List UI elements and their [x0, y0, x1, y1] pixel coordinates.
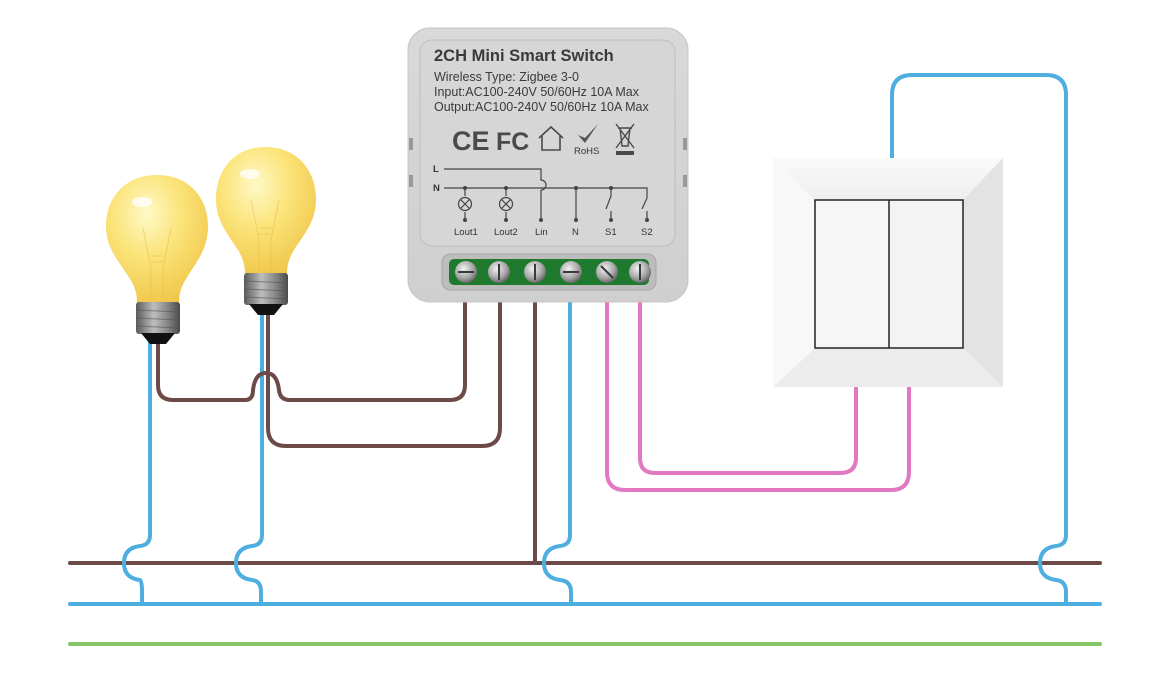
smart-switch-module: 2CH Mini Smart Switch Wireless Type: Zig…: [407, 27, 689, 303]
terminal-label-lin: Lin: [535, 227, 548, 238]
neutral-wires: [122, 73, 1068, 606]
s2-switch-wire: [638, 274, 858, 475]
module-schematic: L N Lout1 Lout2 Lin: [433, 164, 653, 238]
switch-wires: [605, 274, 911, 492]
bulb-1-glass: [106, 175, 208, 303]
module-wireless-type: Wireless Type: Zigbee 3-0: [434, 70, 579, 84]
terminal-label-s2: S2: [641, 227, 653, 238]
fcc-mark-icon: FC: [496, 128, 529, 156]
live-wires: [156, 274, 537, 565]
module-input-rating: Input:AC100-240V 50/60Hz 10A Max: [434, 85, 640, 99]
terminal-screw-lin[interactable]: [524, 261, 546, 283]
certification-marks: CE FC RoHS: [452, 123, 635, 157]
module-neutral-wire: [542, 274, 573, 606]
ce-mark-icon: CE: [452, 126, 490, 156]
terminal-label-lout2: Lout2: [494, 227, 518, 238]
switch-rocker-2[interactable]: [890, 201, 962, 347]
bulb-2-glass: [216, 147, 316, 274]
weee-bin-icon: [615, 123, 635, 155]
terminal-label-n: N: [572, 227, 579, 238]
terminal-screw-s1[interactable]: [596, 261, 618, 283]
bulb-1-highlight: [132, 197, 152, 207]
terminal-screw-lout2[interactable]: [488, 261, 510, 283]
mains-bus: [68, 561, 1102, 646]
two-gang-wall-switch: [773, 158, 1003, 387]
rohs-check-icon: RoHS: [574, 124, 599, 157]
bulb-2-tip: [249, 304, 283, 315]
module-output-rating: Output:AC100-240V 50/60Hz 10A Max: [434, 100, 649, 114]
terminal-screw-n[interactable]: [560, 261, 582, 283]
schematic-n-label: N: [433, 183, 440, 194]
house-icon: [538, 125, 564, 151]
svg-text:RoHS: RoHS: [574, 146, 599, 157]
bulb-1-neutral-wire: [122, 338, 152, 606]
bulb-2-highlight: [240, 169, 260, 179]
schematic-l-label: L: [433, 164, 439, 175]
terminal-screw-s2[interactable]: [629, 261, 651, 283]
bulb-1-filament-icon: [142, 227, 172, 300]
module-title: 2CH Mini Smart Switch: [434, 47, 614, 65]
terminal-block: [441, 253, 657, 291]
terminal-label-s1: S1: [605, 227, 617, 238]
light-bulb-2: [216, 147, 316, 315]
light-bulb-1: [106, 175, 208, 344]
s1-switch-wire: [605, 274, 911, 492]
bulb-2-filament-icon: [250, 199, 280, 272]
bulb-1-tip: [141, 333, 175, 344]
switch-rocker-1[interactable]: [816, 201, 889, 347]
terminal-screw-lout1[interactable]: [455, 261, 477, 283]
lout2-to-bulb-2-wire: [266, 274, 502, 448]
bulb-2-neutral-wire: [234, 310, 264, 606]
switch-neutral-loop-wire: [890, 73, 1068, 606]
terminal-label-lout1: Lout1: [454, 227, 478, 238]
